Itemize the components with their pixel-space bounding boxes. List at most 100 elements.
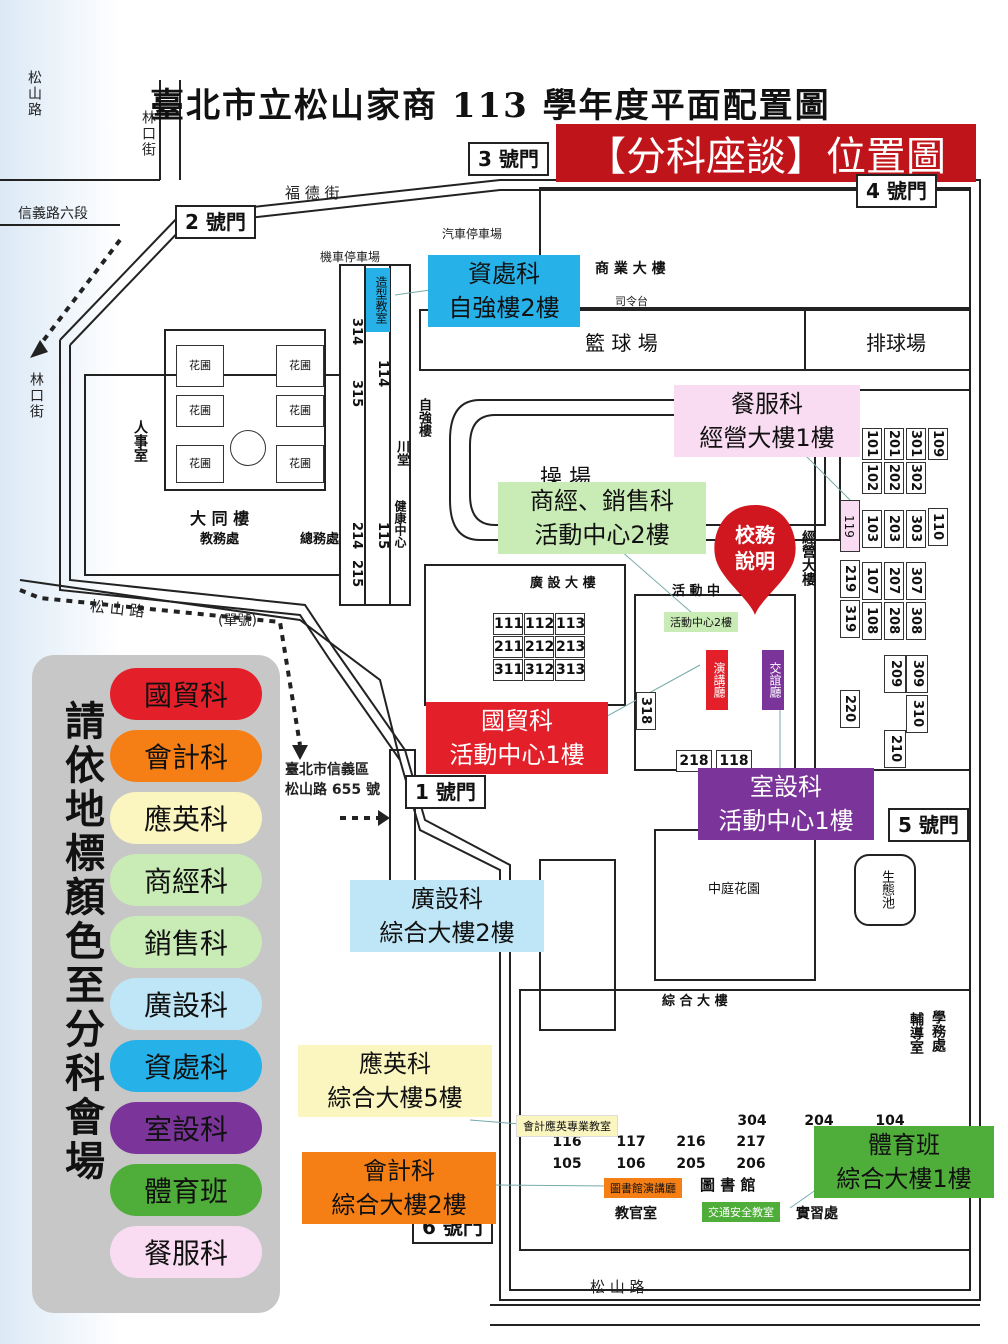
room-312: 312 [524,659,554,681]
page-title: 臺北市立松山家商 113 學年度平面配置圖 [150,86,831,126]
room-213: 213 [555,636,585,658]
room-217: 217 [736,1134,766,1150]
room-218: 218 [676,750,712,772]
legend-item-8: 體育班 [110,1164,262,1216]
callout-shishe: 室設科 活動中心1樓 [698,768,874,840]
flower-bed: 花圃 [276,345,324,387]
room-203: 203 [884,510,904,548]
street-songshan-top: 松山路 [26,70,42,118]
internship-office: 實習處 [796,1206,838,1222]
basketball-court: 籃 球 場 [585,331,658,355]
room-110: 110 [928,508,948,546]
callout-kuaiji-place: 綜合大樓2樓 [331,1191,467,1219]
room-106: 106 [616,1156,646,1172]
room-209: 209 [884,655,906,693]
jingying-room-columns: 101 102 103 107 108 201 202 203 207 208 … [862,428,948,640]
room-113: 113 [555,613,585,635]
gate-2: 2 號門 [175,205,256,239]
gate-3: 3 號門 [468,142,549,176]
street-fude: 福 德 街 [285,184,340,202]
street-songshan-bottom: 松 山 路 [590,1278,645,1296]
street-songshan-note: (單號) [218,613,257,629]
room-208: 208 [884,602,904,640]
room-304: 304 [737,1113,767,1129]
room-204: 204 [804,1113,834,1129]
flower-bed: 花圃 [276,395,324,427]
legend-item-5: 廣設科 [110,978,262,1030]
room-109: 109 [928,428,948,460]
building-zonghe: 綜 合 大 樓 [662,994,728,1009]
student-affairs: 學務處 [930,1010,946,1052]
legend-item-1: 會計科 [110,730,262,782]
callout-kuaiji: 會計科 綜合大樓2樓 [302,1152,496,1224]
callout-shangjing-place: 活動中心2樓 [534,521,670,549]
car-parking: 汽車停車場 [442,227,503,241]
room-310: 310 [906,695,928,733]
street-linkou-top: 林口街 [140,110,156,158]
room-107: 107 [862,562,882,600]
room-103: 103 [862,510,882,548]
callout-guomao-place: 活動中心1樓 [449,741,585,769]
callout-zichu-place: 自強樓2樓 [448,294,560,322]
guangshe-room-grid: 111 112 113 211 212 213 311 312 313 [493,613,585,681]
callout-tiyu-place: 綜合大樓1樓 [836,1165,972,1193]
callout-yingying: 應英科 綜合大樓5樓 [298,1045,492,1117]
position-banner: 【分科座談】位置圖 [556,124,976,182]
gate-5: 5 號門 [888,808,969,842]
room-214: 214 [349,522,364,550]
callout-canfu: 餐服科 經營大樓1樓 [674,385,860,457]
street-linkou-left: 林口街 [28,372,44,420]
field-track [449,399,841,541]
flower-bed: 花圃 [276,445,324,483]
makeup-classroom: 造型教室 [366,268,390,332]
room-301: 301 [906,428,926,460]
eco-pond: 生態池 [879,870,894,909]
lounge-hall: 交誼廳 [762,650,784,710]
legend-item-0: 國貿科 [110,668,262,720]
callout-canfu-dept: 餐服科 [731,390,803,418]
general-affairs: 總務處 [300,532,340,547]
fountain [230,430,266,466]
building-huodong: 活 動 中 [672,584,721,599]
room-216: 216 [676,1134,706,1150]
callout-yingying-dept: 應英科 [359,1050,431,1078]
building-ziqiang: 自強樓 [416,398,431,437]
callout-shishe-place: 活動中心1樓 [718,807,854,835]
room-201: 201 [884,428,904,460]
room-307: 307 [906,562,926,600]
legend-heading: 請依地標顏色至分科會場 [58,700,104,1184]
courtyard-garden: 中庭花園 [708,882,761,897]
building-datong: 大 同 樓 [190,509,250,528]
room-215: 215 [349,560,364,588]
room-319: 319 [840,600,860,638]
room-318: 318 [636,692,656,730]
room-206: 206 [736,1156,766,1172]
legend-item-2: 應英科 [110,792,262,844]
room-308: 308 [906,602,926,640]
room-313: 313 [555,659,585,681]
traffic-safety-room: 交通安全教室 [702,1202,780,1222]
room-114: 114 [375,360,390,388]
building-guangshe: 廣 設 大 樓 [530,576,596,591]
room-309: 309 [906,655,928,693]
room-220: 220 [840,690,860,728]
room-212: 212 [524,636,554,658]
room-207: 207 [884,562,904,600]
activity-center-2f-tag: 活動中心2樓 [664,612,738,632]
motorcycle-parking: 機車停車場 [320,250,381,264]
campus-boundary [59,179,981,1301]
campus-boundary-inner [69,189,971,1291]
callout-guomao-dept: 國貿科 [481,707,553,735]
room-205: 205 [676,1156,706,1172]
gate-4: 4 號門 [856,174,937,208]
street-xinyi: 信義路六段 [18,206,88,222]
callout-tiyu-dept: 體育班 [868,1131,940,1159]
pin-school-briefing: 校務說明 [735,523,775,573]
room-119: 119 [840,500,860,552]
room-302: 302 [906,462,926,494]
callout-kuaiji-dept: 會計科 [363,1157,435,1185]
flower-bed: 花圃 [176,345,224,387]
legend-item-6: 資處科 [110,1040,262,1092]
room-101: 101 [862,428,882,460]
health-center: 健康中心 [393,500,407,548]
